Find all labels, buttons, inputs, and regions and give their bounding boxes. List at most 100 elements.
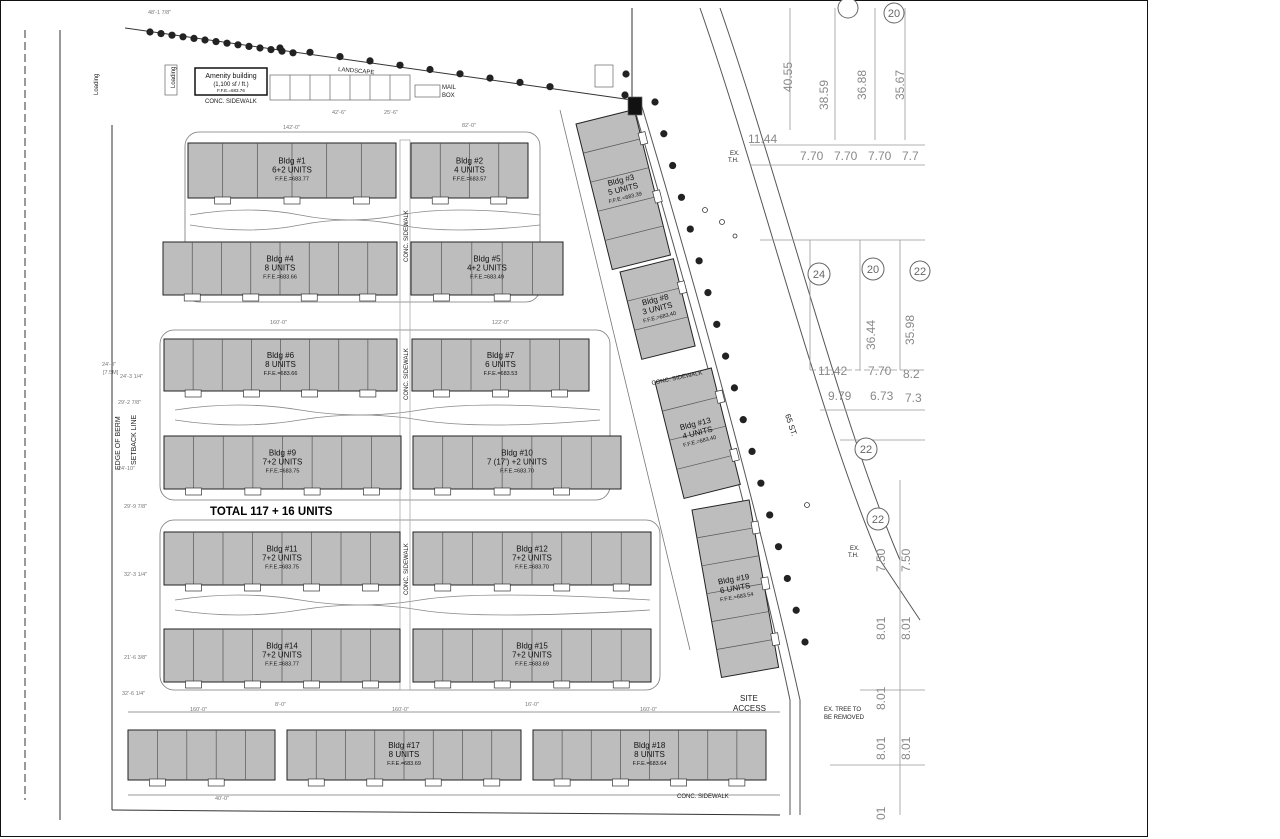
dim-29b: 29'-9 7/8" bbox=[124, 504, 147, 510]
tree-icon bbox=[783, 574, 791, 583]
dim-32b: 32'-6 1/4" bbox=[122, 691, 145, 697]
mail-box-label-2: BOX bbox=[442, 93, 455, 99]
dim-8: 8'-0" bbox=[275, 702, 286, 708]
dim-24b: [7.5M] bbox=[103, 370, 119, 376]
tree-icon bbox=[757, 479, 765, 487]
sidewalk-bottom-label: CONC. SIDEWALK bbox=[677, 794, 729, 800]
porch bbox=[553, 680, 571, 689]
grade-n14: 8.2 bbox=[903, 367, 920, 381]
dim-160b: 160'-0" bbox=[190, 707, 207, 713]
amenity-building[interactable]: Amenity building (1,100 sf / ft.) F.F.E.… bbox=[194, 67, 268, 96]
loading-label-top: Loading bbox=[171, 67, 177, 88]
dim-24: 24'-8" bbox=[102, 362, 116, 368]
grade-n11: 35.98 bbox=[903, 315, 917, 345]
porch bbox=[244, 680, 261, 689]
street-name-label: 65 ST. bbox=[783, 413, 799, 437]
tree-icon bbox=[660, 130, 668, 138]
building-units: 7+2 UNITS bbox=[262, 554, 302, 563]
grade-n7: 7.70 bbox=[834, 149, 858, 163]
building-unlabeled[interactable] bbox=[127, 729, 276, 787]
building-ffe: F.F.E.=683.70 bbox=[500, 469, 534, 475]
lot-num-6: 22 bbox=[872, 514, 884, 526]
lot-num-3: 20 bbox=[867, 264, 879, 276]
dimension-annotations: 48'-1 7/8" 142'-0" 82'-0" 160'-0" 122'-0… bbox=[102, 10, 657, 802]
building-ffe: F.F.E.=683.49 bbox=[470, 275, 504, 281]
grade-n6: 7.70 bbox=[800, 149, 824, 163]
porch bbox=[303, 487, 321, 496]
porch bbox=[652, 189, 663, 204]
building-ffe: F.F.E.=683.75 bbox=[265, 565, 299, 571]
tree-icon bbox=[223, 39, 231, 47]
dim-21: 21'-6 3/8" bbox=[124, 655, 147, 661]
tree-icon bbox=[739, 416, 747, 424]
porch bbox=[553, 778, 571, 787]
tree-icon bbox=[306, 48, 314, 56]
unit-divider bbox=[634, 316, 688, 331]
dim-25: 25'-6" bbox=[384, 110, 398, 116]
tree-icon bbox=[721, 352, 730, 360]
porch bbox=[243, 389, 260, 398]
dim-142: 142'-0" bbox=[283, 125, 300, 131]
grade-n23: 8.01 bbox=[874, 736, 888, 760]
tree-icon bbox=[366, 57, 374, 65]
porch bbox=[760, 576, 771, 591]
grade-n16: 6.73 bbox=[870, 389, 894, 403]
unit-divider bbox=[716, 639, 774, 650]
porch bbox=[433, 293, 450, 302]
dim-40: 40'-0" bbox=[215, 796, 229, 802]
grade-n3: 36.88 bbox=[855, 70, 869, 100]
sidewalk-top-label: CONC. SIDEWALK bbox=[205, 99, 257, 105]
building-ffe: F.F.E.=683.69 bbox=[387, 761, 421, 767]
porch bbox=[149, 778, 166, 787]
lot-circle-labels: 20 24 20 22 22 22 bbox=[813, 8, 926, 526]
building-units: 6+2 UNITS bbox=[272, 166, 312, 175]
tree-icon bbox=[621, 91, 629, 99]
building-name: Bldg #14 bbox=[266, 642, 298, 651]
building-units: 8 UNITS bbox=[634, 750, 665, 759]
porch bbox=[434, 487, 452, 496]
porch bbox=[300, 293, 318, 302]
building-ffe: F.F.E.=683.57 bbox=[453, 177, 487, 183]
dim-122: 122'-0" bbox=[492, 320, 509, 326]
grade-n10: 36.44 bbox=[864, 320, 878, 350]
tree-icon bbox=[179, 33, 187, 41]
building-ffe: F.F.E.=683.77 bbox=[275, 177, 309, 183]
building-footprint bbox=[412, 435, 622, 490]
tree-icon bbox=[234, 41, 242, 49]
setback-line-label: SETBACK LINE bbox=[131, 414, 138, 465]
porch bbox=[301, 389, 318, 398]
porch bbox=[242, 293, 260, 302]
porch bbox=[214, 196, 232, 205]
tree-icon bbox=[546, 83, 554, 91]
site-access-label: SITE bbox=[740, 694, 758, 703]
tree-icon bbox=[190, 34, 198, 43]
lot-num-2: 24 bbox=[813, 269, 825, 281]
porch bbox=[184, 389, 202, 398]
grade-n12: 11.42 bbox=[818, 364, 847, 378]
building-units: 8 UNITS bbox=[265, 264, 296, 273]
porch bbox=[363, 487, 380, 496]
porch bbox=[183, 293, 201, 302]
edge-of-berm-label: EDGE OF BERM bbox=[115, 416, 122, 470]
grade-n5: 11.44 bbox=[748, 132, 777, 146]
building-units: 7+2 UNITS bbox=[262, 651, 302, 660]
